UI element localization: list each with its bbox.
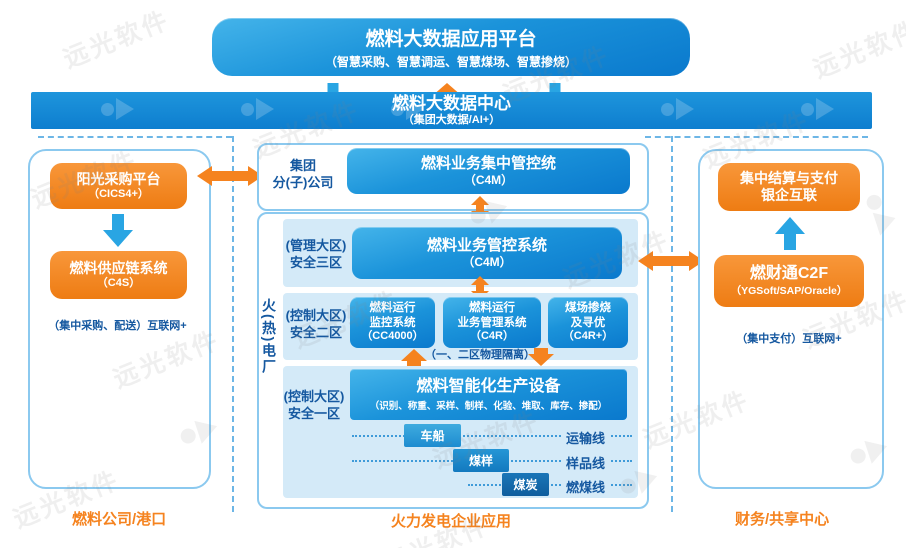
fuel-monitoring-box: 燃料运行 监控系统 （CC4000）	[350, 297, 435, 348]
settlement-payment-box: 集中结算与支付 银企互联	[718, 163, 860, 211]
logo-mark-icon	[391, 98, 424, 120]
logo-mark-icon	[101, 98, 134, 120]
coal-yard-blending-line1: 煤场掺烧	[565, 302, 611, 315]
zone-two-label: (控制大区) 安全二区	[283, 308, 349, 342]
arrow-down-icon	[528, 348, 554, 366]
zone-two-label-line2: 安全二区	[289, 324, 342, 340]
zone-three-label-line1: (管理大区)	[285, 238, 347, 253]
isolation-note: （一、二区物理隔离）	[425, 349, 535, 361]
intelligent-production-sub: （识别、称重、采样、制样、化验、堆取、库存、掺配）	[369, 401, 608, 413]
transport-line-label: 运输线	[562, 428, 610, 447]
logo-mark-icon	[801, 98, 834, 120]
sunshine-procurement-title: 阳光采购平台	[76, 170, 161, 187]
right-note: （集中支付）互联网+	[736, 333, 842, 345]
data-center-bar: 燃料大数据中心 （集团大数据/AI+）	[31, 92, 872, 129]
fuel-operation-mgmt-line2: 业务管理系统	[457, 316, 527, 329]
fuel-supply-chain-title: 燃料供应链系统	[69, 259, 168, 276]
fuel-operation-mgmt-box: 燃料运行 业务管理系统 （C4R）	[443, 297, 541, 348]
coal-yard-blending-line3: （C4R+）	[562, 330, 614, 342]
watermark-text: 远光软件	[59, 5, 174, 74]
right-footer-label: 财务/共享中心	[735, 511, 830, 528]
coal-line	[468, 484, 632, 486]
transport-line	[352, 435, 632, 437]
arrow-up-icon	[401, 349, 427, 366]
arrow-left-right-icon	[197, 166, 263, 186]
sunshine-procurement-box: 阳光采购平台 （CICS4+）	[50, 163, 187, 209]
sunshine-procurement-sub: （CICS4+）	[88, 187, 149, 200]
fuel-business-control-box: 燃料业务管控系统 （C4M）	[352, 227, 622, 279]
top-platform-title: 燃料大数据应用平台	[365, 29, 537, 50]
coal-sample-box: 煤样	[453, 449, 509, 472]
intelligent-production-box: 燃料智能化生产设备 （识别、称重、采样、制样、化验、堆取、库存、掺配）	[350, 369, 627, 420]
zone-three-label: (管理大区) 安全三区	[283, 238, 349, 272]
left-note: （集中采购、配送）互联网+	[48, 320, 187, 332]
arrow-down-icon	[103, 214, 133, 247]
zone-two-label-line1: (控制大区)	[285, 308, 347, 323]
fuel-supply-chain-sub: （C4S）	[96, 276, 141, 289]
logo-mark-icon	[661, 98, 694, 120]
coal-yard-blending-line2: 及寻优	[570, 316, 606, 329]
coal-yard-blending-box: 煤场掺烧 及寻优 （C4R+）	[548, 297, 628, 348]
group-c4m-title: 燃料业务集中管控统	[420, 154, 556, 172]
settlement-payment-line2: 银企互联	[761, 187, 817, 203]
fuel-operation-mgmt-line3: （C4R）	[469, 330, 514, 342]
arrow-left-right-icon	[638, 251, 704, 271]
coal-sample-label: 煤样	[468, 454, 493, 468]
dashed-line	[38, 136, 232, 138]
fuel-supply-chain-box: 燃料供应链系统 （C4S）	[50, 251, 187, 299]
dashed-line	[645, 136, 868, 138]
fuel-monitoring-line3: （CC4000）	[361, 330, 424, 342]
group-company-label-line2: 分(子)公司	[272, 174, 334, 190]
top-platform-box: 燃料大数据应用平台 （智慧采购、智慧调运、智慧煤场、智慧掺烧）	[212, 18, 690, 76]
logo-mark-icon	[241, 98, 274, 120]
top-platform-subtitle: （智慧采购、智慧调运、智慧煤场、智慧掺烧）	[324, 55, 577, 69]
fuel-operation-mgmt-line1: 燃料运行	[469, 302, 515, 315]
left-footer-label: 燃料公司/港口	[72, 511, 167, 528]
sample-line-label: 样品线	[562, 453, 610, 472]
fuel-business-control-title: 燃料业务管控系统	[426, 236, 547, 254]
group-c4m-box: 燃料业务集中管控统 （C4M）	[347, 148, 630, 194]
coal-label: 煤炭	[513, 478, 538, 492]
group-company-label-line1: 集团	[289, 158, 316, 173]
intelligent-production-title: 燃料智能化生产设备	[416, 377, 561, 395]
zone-one-label: (控制大区) 安全一区	[281, 389, 347, 423]
plant-footer-label: 火力发电企业应用	[391, 513, 512, 530]
vehicle-ship-label: 车船	[420, 429, 445, 443]
settlement-payment-line1: 集中结算与支付	[740, 170, 838, 187]
coal-box: 煤炭	[502, 473, 549, 496]
dashed-line	[232, 136, 234, 512]
vehicle-ship-box: 车船	[404, 424, 461, 447]
arrow-up-icon	[775, 217, 805, 250]
rancaitong-title: 燃财通C2F	[749, 264, 829, 282]
zone-three-label-line2: 安全三区	[289, 254, 342, 270]
power-plant-vertical-label: 火(热)电厂	[261, 298, 277, 376]
zone-one-label-line2: 安全一区	[287, 405, 340, 421]
data-center-title: 燃料大数据中心	[392, 94, 511, 113]
zone-one-label-line1: (控制大区)	[283, 389, 345, 404]
data-center-subtitle: （集团大数据/AI+）	[402, 114, 501, 126]
fuel-business-control-sub: （C4M）	[462, 254, 512, 269]
fuel-monitoring-line1: 燃料运行	[369, 302, 416, 315]
fuel-monitoring-line2: 监控系统	[369, 316, 416, 329]
rancaitong-box: 燃财通C2F （YGSoft/SAP/Oracle）	[714, 255, 864, 307]
rancaitong-sub: （YGSoft/SAP/Oracle）	[730, 285, 848, 298]
watermark-text: 远光软件	[809, 15, 906, 84]
dashed-line	[671, 136, 673, 512]
coal-line-label: 燃煤线	[562, 477, 610, 496]
group-company-label: 集团 分(子)公司	[262, 158, 344, 192]
group-c4m-sub: （C4M）	[463, 172, 514, 187]
